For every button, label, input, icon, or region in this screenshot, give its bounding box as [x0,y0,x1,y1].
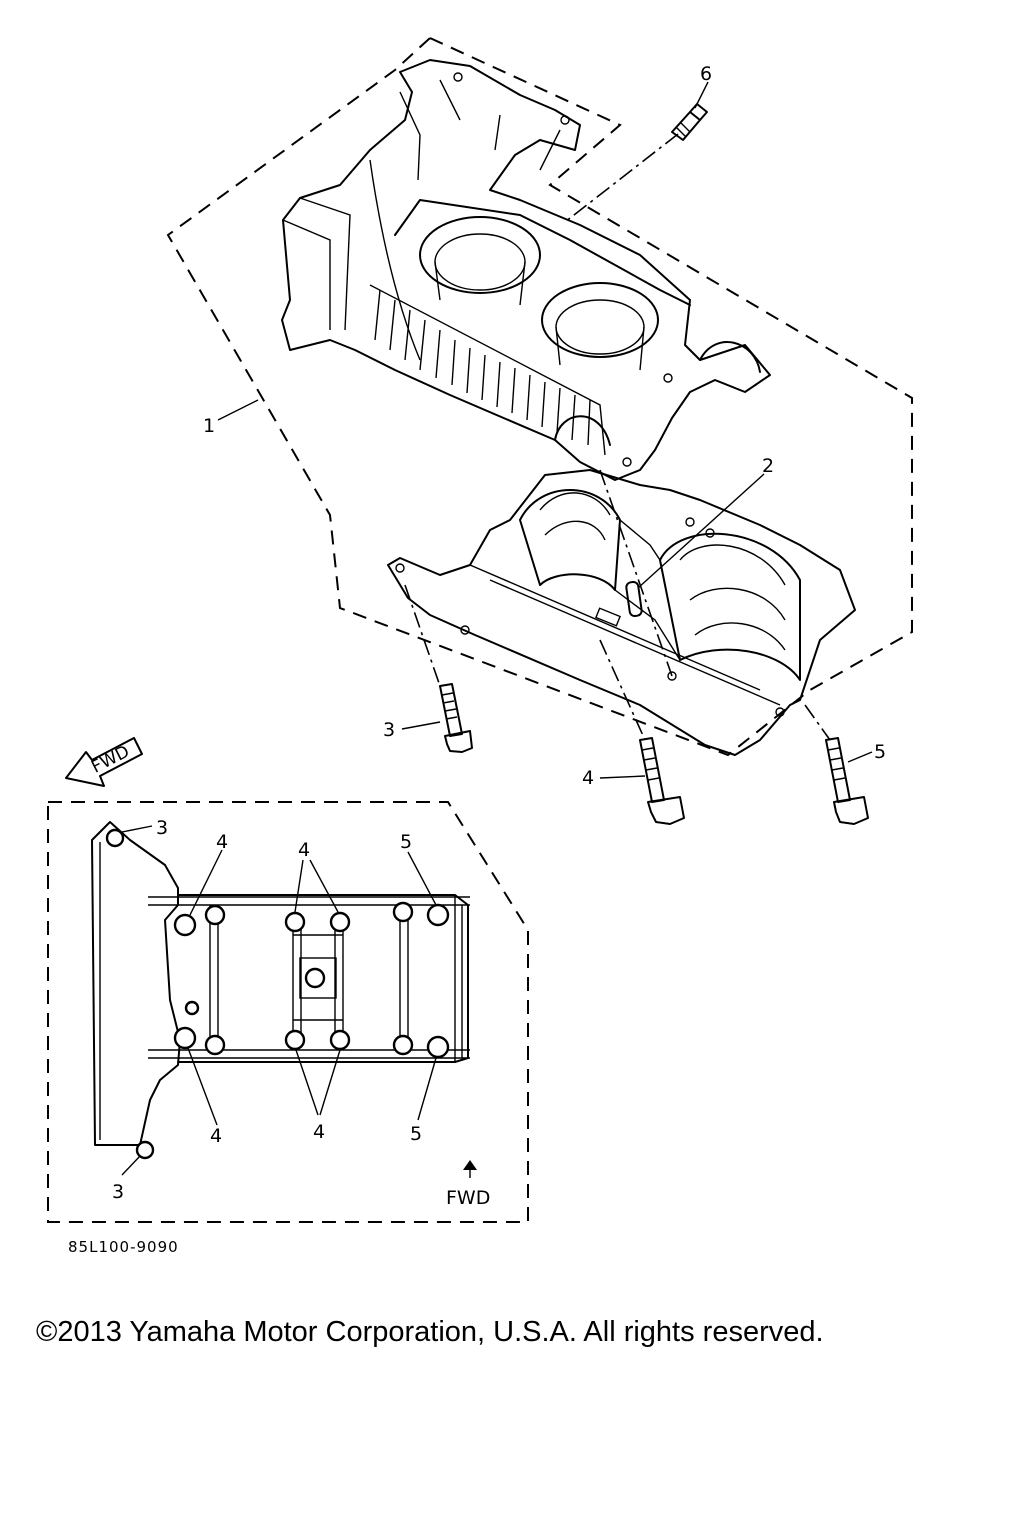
upper-crankcase [281,59,771,481]
detail-view-frame [47,801,529,1223]
callout-5: 5 [874,741,886,763]
bolt-part-3 [439,683,473,753]
callout-3: 3 [383,719,395,741]
lower-crankcase [387,469,856,756]
detail-fwd-label: FWD [446,1187,490,1209]
detail-callout-5-bottom: 5 [410,1123,422,1145]
callout-2: 2 [762,455,774,477]
detail-callout-4-top-left: 4 [216,831,228,853]
detail-callout-4-top-center: 4 [298,839,310,861]
callout-4: 4 [582,767,594,789]
detail-view-crankcase [91,821,470,1160]
detail-callout-4-bottom-left: 4 [210,1125,222,1147]
svg-text:FWD: FWD [88,742,132,778]
copyright-notice: ©2013 Yamaha Motor Corporation, U.S.A. A… [36,1316,824,1348]
fwd-direction-arrow: FWD [65,737,143,787]
detail-callout-4-bottom-center: 4 [313,1121,325,1143]
detail-callout-3-top: 3 [156,817,168,839]
bolt-part-4 [639,737,685,825]
fitting-part-6 [671,103,708,141]
detail-callout-5-top: 5 [400,831,412,853]
callout-6: 6 [700,63,712,85]
callout-1: 1 [203,415,215,437]
part-code: 85L100-9090 [68,1238,179,1256]
bolt-part-5 [825,737,869,825]
detail-callout-3-bottom: 3 [112,1181,124,1203]
assembly-outline [166,36,913,757]
